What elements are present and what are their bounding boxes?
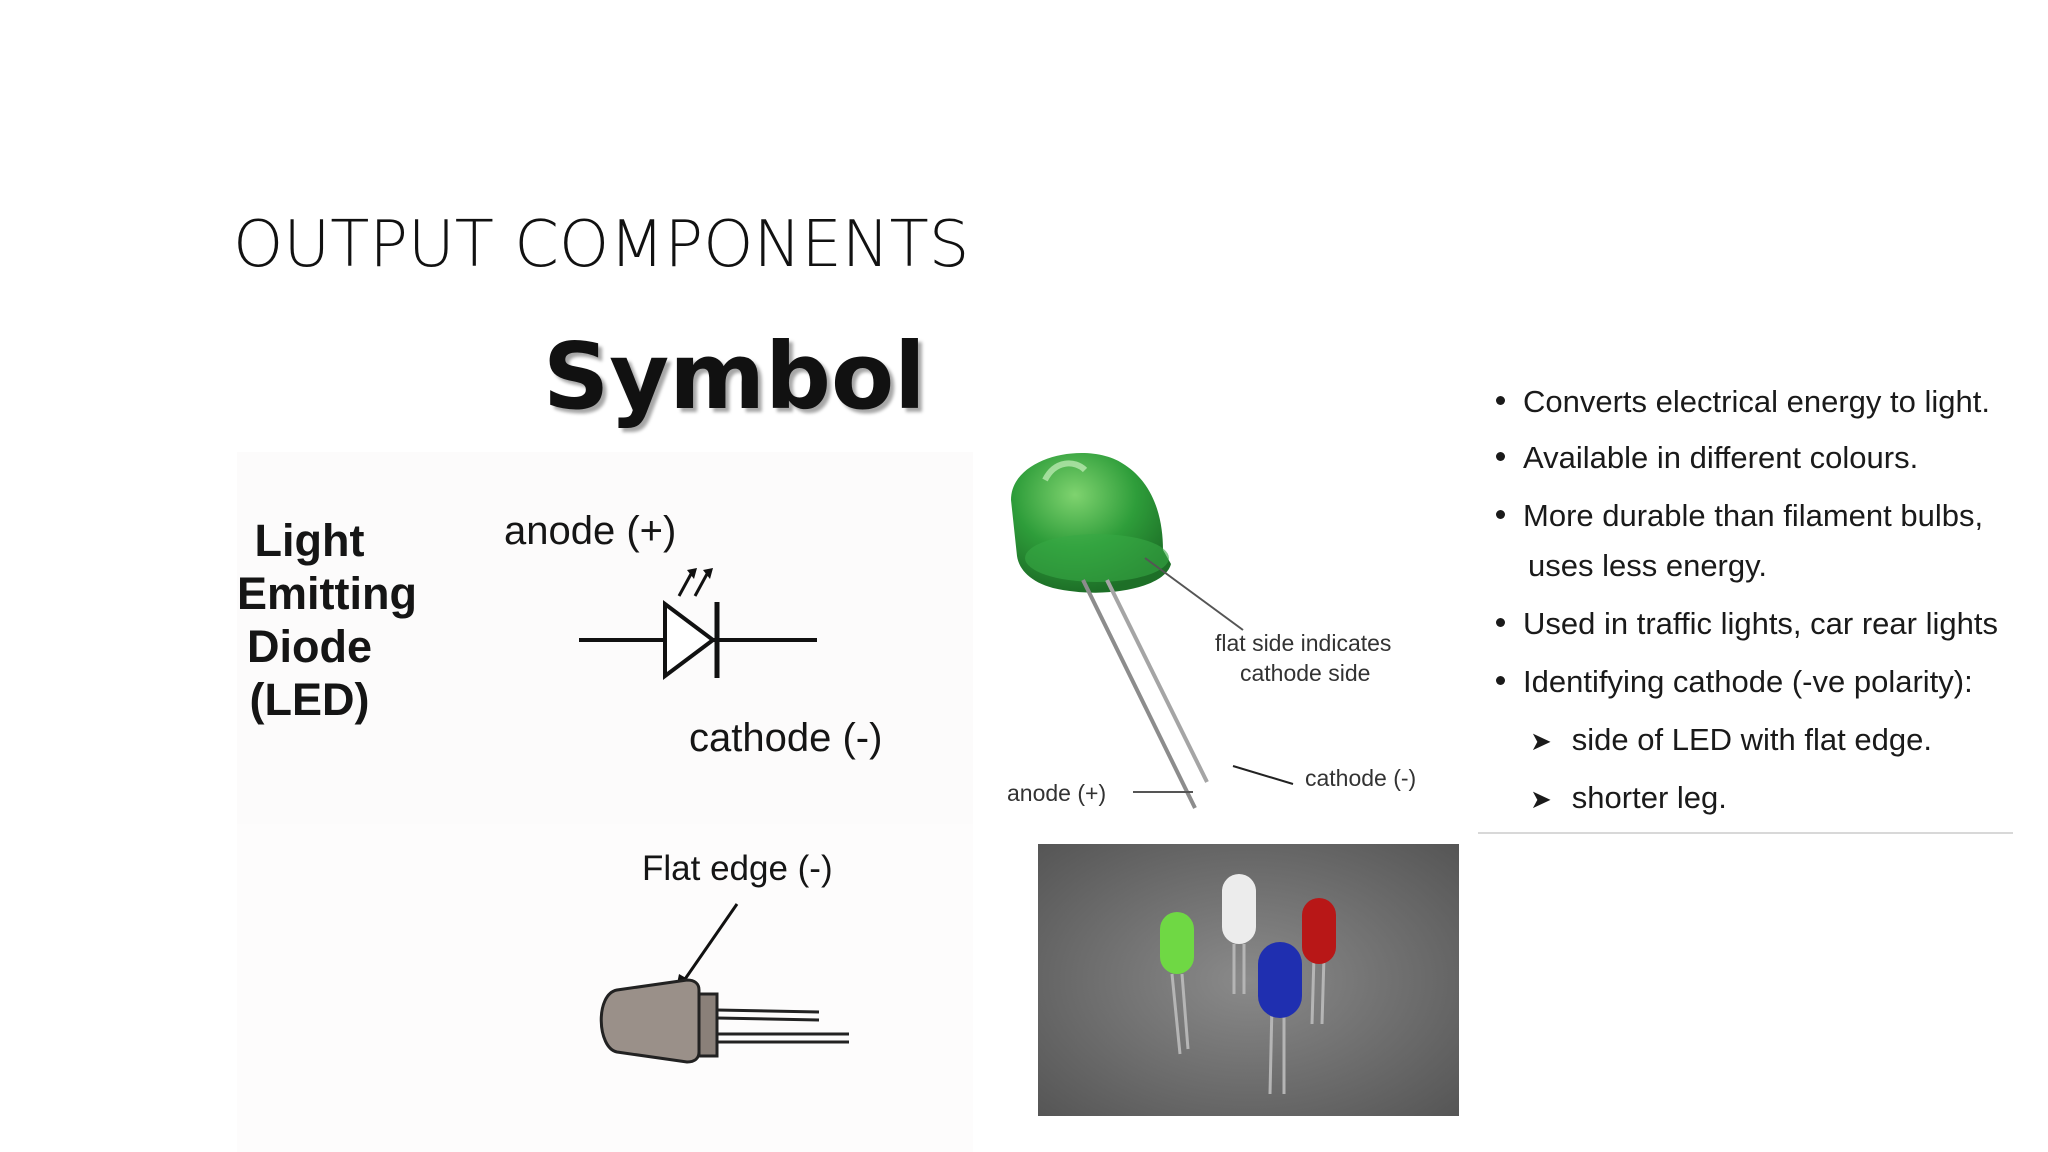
leg-short-bottom: [716, 1016, 820, 1022]
bullet-dot-icon: [1496, 618, 1505, 628]
blue-render-led: [1258, 942, 1302, 1018]
sub-point-text: shorter leg.: [1571, 780, 1727, 815]
sub-point-text: side of LED with flat edge.: [1571, 722, 1932, 757]
photo-anode-label: anode (+): [1007, 780, 1107, 806]
sub-point-1: ➤ side of LED with flat edge.: [1530, 722, 1932, 758]
feature-item-5: Identifying cathode (-ve polarity):: [1496, 664, 1973, 700]
feature-item-2: Available in different colours.: [1496, 440, 1918, 476]
cathode-leg: [1105, 579, 1209, 783]
bullet-dot-icon: [1496, 676, 1505, 686]
sub-point-2: ➤ shorter leg.: [1530, 780, 1727, 816]
led-name-line-1: Light: [254, 515, 365, 566]
anode-leg: [1081, 579, 1197, 809]
arrowhead-icon: ➤: [1530, 784, 1552, 814]
flat-edge-label: Flat edge (-): [642, 849, 833, 888]
slide-title: OUTPUT COMPONENTS: [233, 208, 970, 282]
green-led-leg: [1170, 973, 1182, 1055]
bullet-dot-icon: [1496, 396, 1505, 406]
flat-side-note-line-1: flat side indicates: [1215, 630, 1392, 656]
led-features-list: Converts electrical energy to light. Ava…: [1478, 372, 2013, 834]
red-render-led: [1302, 898, 1336, 964]
flat-side-pointer: [1144, 557, 1244, 631]
section-heading: Symbol: [543, 323, 926, 430]
leg-short-top: [716, 1008, 820, 1014]
bullet-dot-icon: [1496, 510, 1505, 520]
cathode-pointer: [1232, 765, 1294, 785]
diode-triangle: [663, 600, 717, 680]
led-body: [599, 978, 701, 1064]
white-render-led: [1222, 874, 1256, 944]
led-rim: [1025, 534, 1169, 582]
emission-arrow-1: [677, 573, 693, 597]
flat-edge-pointer: [681, 903, 739, 983]
emission-arrow-2: [693, 573, 709, 597]
led-flange: [697, 992, 719, 1058]
feature-item-3: More durable than filament bulbs,: [1496, 498, 1983, 534]
arrowhead-icon: ➤: [1530, 726, 1552, 756]
bullet-dot-icon: [1496, 452, 1505, 462]
rendered-leds-photo: [1038, 844, 1459, 1116]
emission-arrowhead-1: [687, 568, 697, 579]
feature-item-3-continued: uses less energy.: [1528, 548, 1767, 583]
feature-text: Identifying cathode (-ve polarity):: [1523, 664, 1973, 699]
flat-side-note-line-2: cathode side: [1240, 660, 1371, 686]
rendered-leds: [1038, 844, 1459, 1116]
emission-arrowhead-2: [703, 568, 713, 579]
led-name-line-3: Diode: [246, 621, 372, 672]
led-symbol-diagram: Light Emitting Diode (LED) anode (+) cat…: [237, 452, 973, 824]
symbol-anode-label: anode (+): [504, 509, 677, 553]
led-name-line-4: (LED): [249, 674, 370, 725]
led-highlight: [1042, 460, 1088, 482]
feature-text: Used in traffic lights, car rear lights: [1523, 606, 1998, 641]
flat-edge-drawing: Flat edge (-): [237, 824, 973, 1152]
green-led-photo: flat side indicates cathode side anode (…: [995, 440, 1455, 820]
led-name-line-2: Emitting: [237, 568, 417, 619]
feature-item-4: Used in traffic lights, car rear lights: [1496, 606, 1998, 642]
led-component-name: Light Emitting Diode (LED): [237, 514, 417, 726]
green-led-illustration: [1011, 452, 1294, 809]
feature-text: More durable than filament bulbs,: [1523, 498, 1984, 533]
feature-item-1: Converts electrical energy to light.: [1496, 384, 1990, 420]
green-render-led: [1160, 912, 1194, 974]
photo-cathode-label: cathode (-): [1305, 765, 1417, 791]
led-circuit-symbol: [579, 568, 817, 680]
symbol-cathode-label: cathode (-): [689, 716, 883, 760]
feature-text: Converts electrical energy to light.: [1523, 384, 1990, 419]
feature-text: Available in different colours.: [1523, 440, 1919, 475]
led-side-view: [599, 903, 849, 1064]
